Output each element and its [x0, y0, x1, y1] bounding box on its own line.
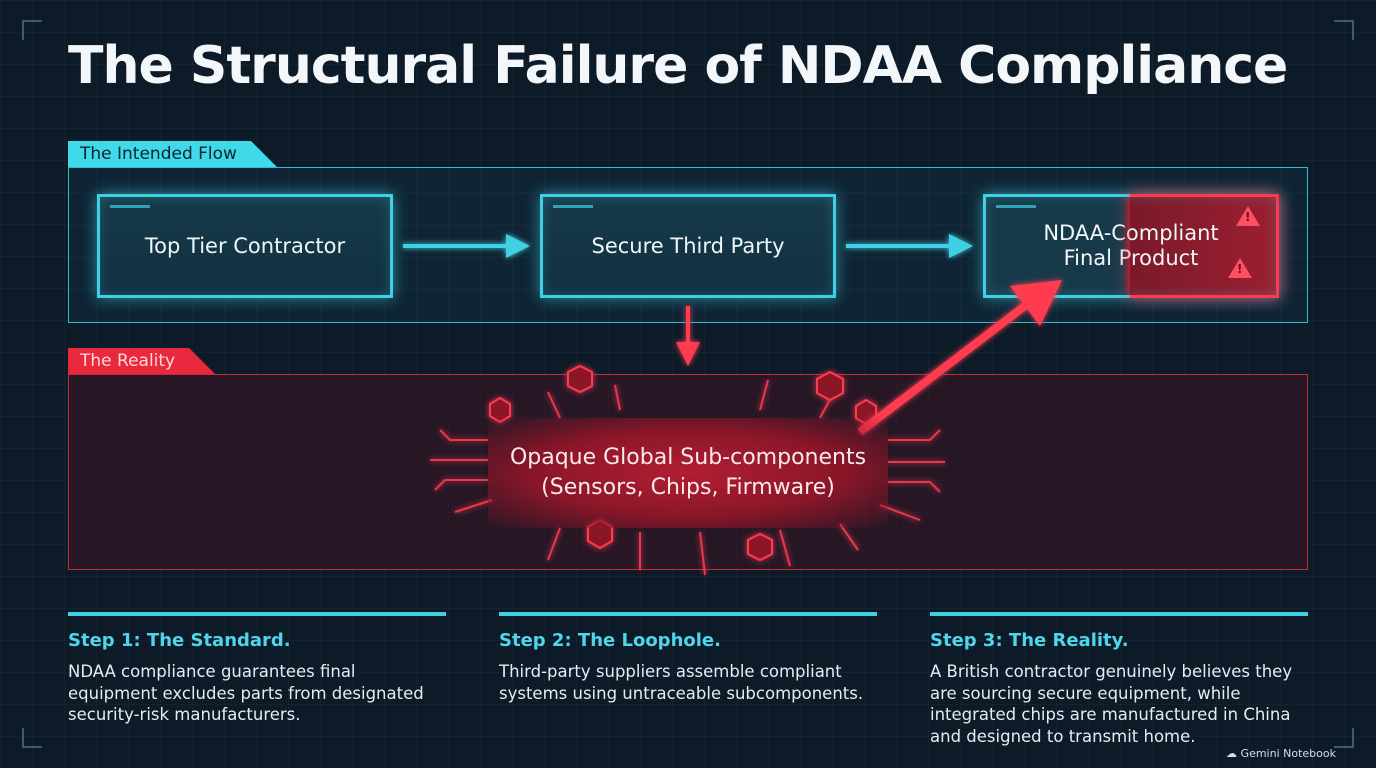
step-divider: [499, 612, 877, 616]
step-divider: [68, 612, 446, 616]
secure-third-party-node: Secure Third Party: [540, 194, 836, 298]
step-1-heading: Step 1: The Standard.: [68, 630, 291, 651]
step-2-body: Third-party suppliers assemble compliant…: [499, 662, 864, 703]
step-3-body: A British contractor genuinely believes …: [930, 662, 1293, 746]
intended-flow-label: The Intended Flow: [68, 141, 277, 167]
frame-corner: [1334, 20, 1354, 40]
step-1: Step 1: The Standard. NDAA compliance gu…: [68, 612, 446, 726]
step-2: Step 2: The Loophole. Third-party suppli…: [499, 612, 877, 704]
watermark-text: Gemini Notebook: [1240, 747, 1336, 760]
warning-icon: !: [1236, 206, 1260, 226]
reality-label: The Reality: [68, 348, 215, 374]
step-1-body: NDAA compliance guarantees final equipme…: [68, 662, 424, 724]
step-3: Step 3: The Reality. A British contracto…: [930, 612, 1308, 747]
watermark: ☁ Gemini Notebook: [1226, 747, 1336, 760]
warning-icon: !: [1228, 258, 1252, 278]
notebook-icon: ☁: [1226, 747, 1241, 760]
step-3-heading: Step 3: The Reality.: [930, 630, 1129, 651]
top-tier-contractor-node: Top Tier Contractor: [97, 194, 393, 298]
frame-corner: [1334, 728, 1354, 748]
final-product-node: NDAA-Compliant Final Product: [983, 194, 1279, 298]
page-title: The Structural Failure of NDAA Complianc…: [68, 36, 1288, 96]
opaque-subcomponents-label: Opaque Global Sub-components (Sensors, C…: [509, 445, 867, 500]
opaque-subcomponents-node: Opaque Global Sub-components (Sensors, C…: [488, 418, 888, 528]
frame-corner: [22, 728, 42, 748]
step-2-heading: Step 2: The Loophole.: [499, 630, 721, 651]
frame-corner: [22, 20, 42, 40]
final-product-label: NDAA-Compliant Final Product: [1043, 220, 1219, 270]
step-divider: [930, 612, 1308, 616]
